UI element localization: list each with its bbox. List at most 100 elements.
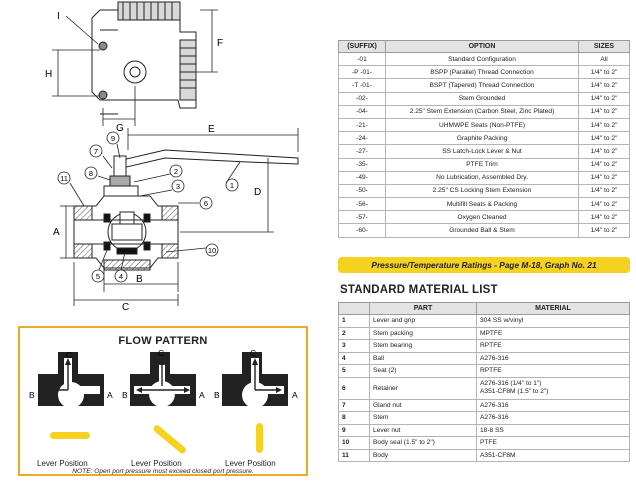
dim-H: H [45,69,52,80]
option-sizes-cell: 1/4" to 2" [578,65,630,80]
material-value-cell: 18-8 SS [476,423,630,437]
material-value-cell: A276-316 (1/4" to 1")A351-CF8M (1.5" to … [476,376,630,400]
option-option-cell: PTFE Trim [385,157,579,172]
material-part-cell: Gland nut [369,398,477,412]
port-c-3: C [250,348,256,358]
material-num-cell: 7 [338,398,370,412]
material-list-title: STANDARD MATERIAL LIST [340,284,498,296]
port-a-3: A [292,390,298,400]
option-suffix-cell: -T -01- [338,78,386,93]
option-sizes-cell: 1/4" to 2" [578,144,630,159]
option-row: -49-No Lubrication, Assembled Dry.1/4" t… [338,170,630,185]
material-part-cell: Retainer [369,376,477,400]
callout-4: 4 [119,272,123,281]
dim-G: G [116,123,124,134]
option-sizes-cell: All [578,51,630,67]
material-value-cell: MPTFE [476,326,630,340]
callout-10: 10 [208,246,216,255]
port-a-1: A [107,390,113,400]
option-suffix-cell: -50- [338,183,386,199]
material-part-cell: Lever and grip [369,314,477,328]
flow-diagrams: C B A C B A C B A [29,348,298,454]
port-a-2: A [199,390,205,400]
material-value-cell: RPTFE [476,364,630,378]
flow-valve-1 [38,352,104,439]
material-value-cell: PTFE [476,436,630,450]
lever-position-label-2: Lever Position [131,459,182,468]
option-option-cell: Stem Grounded [385,91,579,106]
material-value-cell: A351-CF8M [476,448,630,462]
port-b-1: B [29,390,35,400]
option-suffix-cell: -21- [338,117,386,133]
material-value-cell: A276-316 [476,351,630,365]
material-part-cell: Stem packing [369,326,477,340]
option-sizes-cell: 1/4" to 2" [578,183,630,199]
port-c-2: C [158,348,164,358]
material-part-cell: Body [369,448,477,462]
lever-position-label-1: Lever Position [37,459,88,468]
option-option-cell: Oxygen Cleaned [385,210,579,225]
option-suffix-cell: -56- [338,197,386,212]
valve-drawing: I H F G E D A B [45,1,299,313]
option-sizes-cell: 1/4" to 2" [578,131,630,146]
material-num-cell: 11 [338,448,370,462]
option-option-cell: Grounded Ball & Stem [385,223,579,238]
option-row: -21-UHMWPE Seats (Non-PTFE)1/4" to 2" [338,117,630,133]
material-num-cell: 6 [338,376,370,400]
dim-D: D [254,187,261,198]
material-part-cell: Stem bearing [369,339,477,353]
option-sizes-cell: 1/4" to 2" [578,104,630,119]
material-line-2: A351-CF8M (1.5" to 2") [480,388,549,395]
material-num-cell: 10 [338,436,370,450]
option-suffix-cell: -27- [338,144,386,159]
material-part-cell: Body seal (1.5" to 2") [369,436,477,450]
option-suffix-cell: -49- [338,170,386,185]
option-option-cell: Standard Configuration [385,51,579,67]
callout-2: 2 [174,167,178,176]
option-row: -04-2.25" Stem Extension (Carbon Steel, … [338,104,630,119]
option-option-cell: BSPP (Parallel) Thread Connection [385,65,579,80]
material-num-cell: 8 [338,411,370,425]
side-view [73,149,299,271]
dim-E: E [208,124,215,135]
option-option-cell: Graphite Packing [385,131,579,146]
option-sizes-cell: 1/4" to 2" [578,78,630,93]
option-sizes-cell: 1/4" to 2" [578,210,630,225]
option-option-cell: Multifill Seats & Packing [385,197,579,212]
material-num-cell: 4 [338,351,370,365]
option-sizes-cell: 1/4" to 2" [578,117,630,133]
callout-9: 9 [111,134,115,143]
dim-I: I [57,11,60,22]
header-material: MATERIAL [476,302,630,315]
material-num-cell: 1 [338,314,370,328]
option-suffix-cell: -01 [338,51,386,67]
material-part-cell: Seat (2) [369,364,477,378]
port-c-1: C [66,350,72,360]
callout-7: 7 [94,147,98,156]
option-option-cell: BSPT (Tapered) Thread Connection [385,78,579,93]
option-suffix-cell: -60- [338,223,386,238]
lever-position-label-3: Lever Position [225,459,276,468]
option-suffix-cell: -02- [338,91,386,106]
flow-pattern-title: FLOW PATTERN [118,335,208,347]
material-part-cell: Ball [369,351,477,365]
dim-A: A [53,227,60,238]
option-row: -P -01-BSPP (Parallel) Thread Connection… [338,65,630,80]
